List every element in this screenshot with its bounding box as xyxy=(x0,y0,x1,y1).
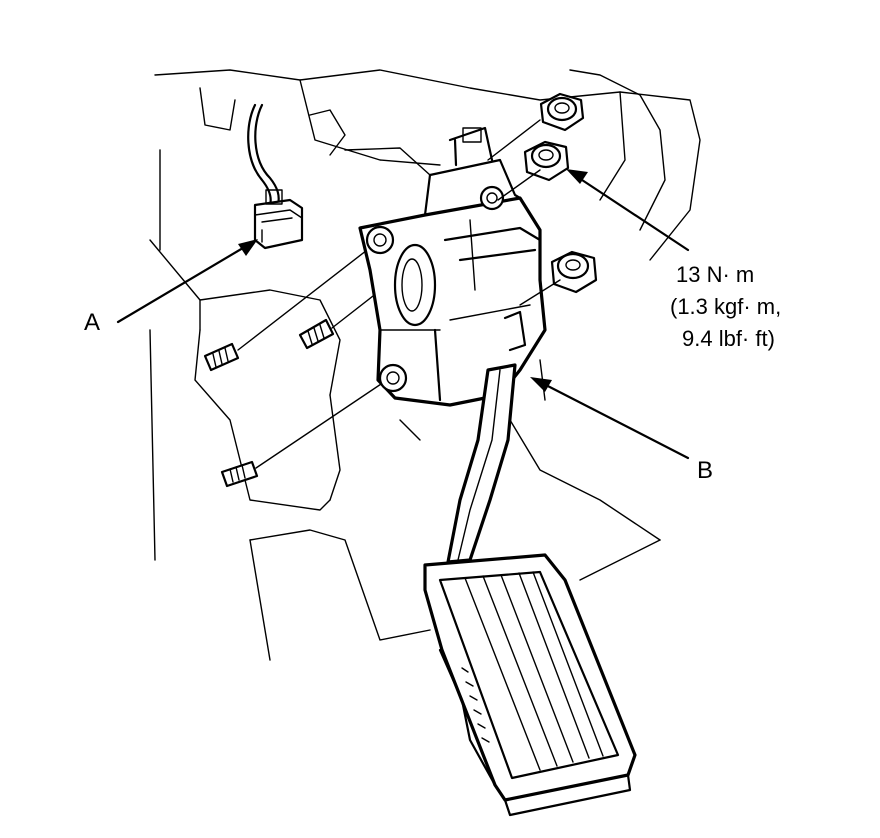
leader-arrows xyxy=(116,169,690,460)
pedal-pad xyxy=(423,553,637,817)
nut-lower xyxy=(550,250,598,294)
torque-specification: 13 N· m (1.3 kgf· m, 9.4 lbf· ft) xyxy=(670,262,781,351)
arrow-b xyxy=(530,377,690,460)
callout-a-label: A xyxy=(84,309,100,336)
callout-b-label: B xyxy=(697,457,713,484)
arrow-torque xyxy=(566,169,690,252)
pedal-module-housing xyxy=(358,126,547,407)
nuts xyxy=(487,92,598,306)
stud-upper-right xyxy=(298,318,335,350)
vehicle-body-outline xyxy=(149,69,701,661)
stud-lower xyxy=(220,460,259,488)
torque-line-2: (1.3 kgf· m, xyxy=(670,294,781,319)
connector-a xyxy=(253,189,304,250)
wire-harness xyxy=(247,103,280,207)
nut-top xyxy=(539,92,585,132)
torque-line-3: 9.4 lbf· ft) xyxy=(682,326,775,351)
torque-line-1: 13 N· m xyxy=(676,262,754,287)
arrow-a xyxy=(116,239,258,324)
stud-upper-left xyxy=(203,342,240,372)
nut-middle xyxy=(523,140,570,182)
